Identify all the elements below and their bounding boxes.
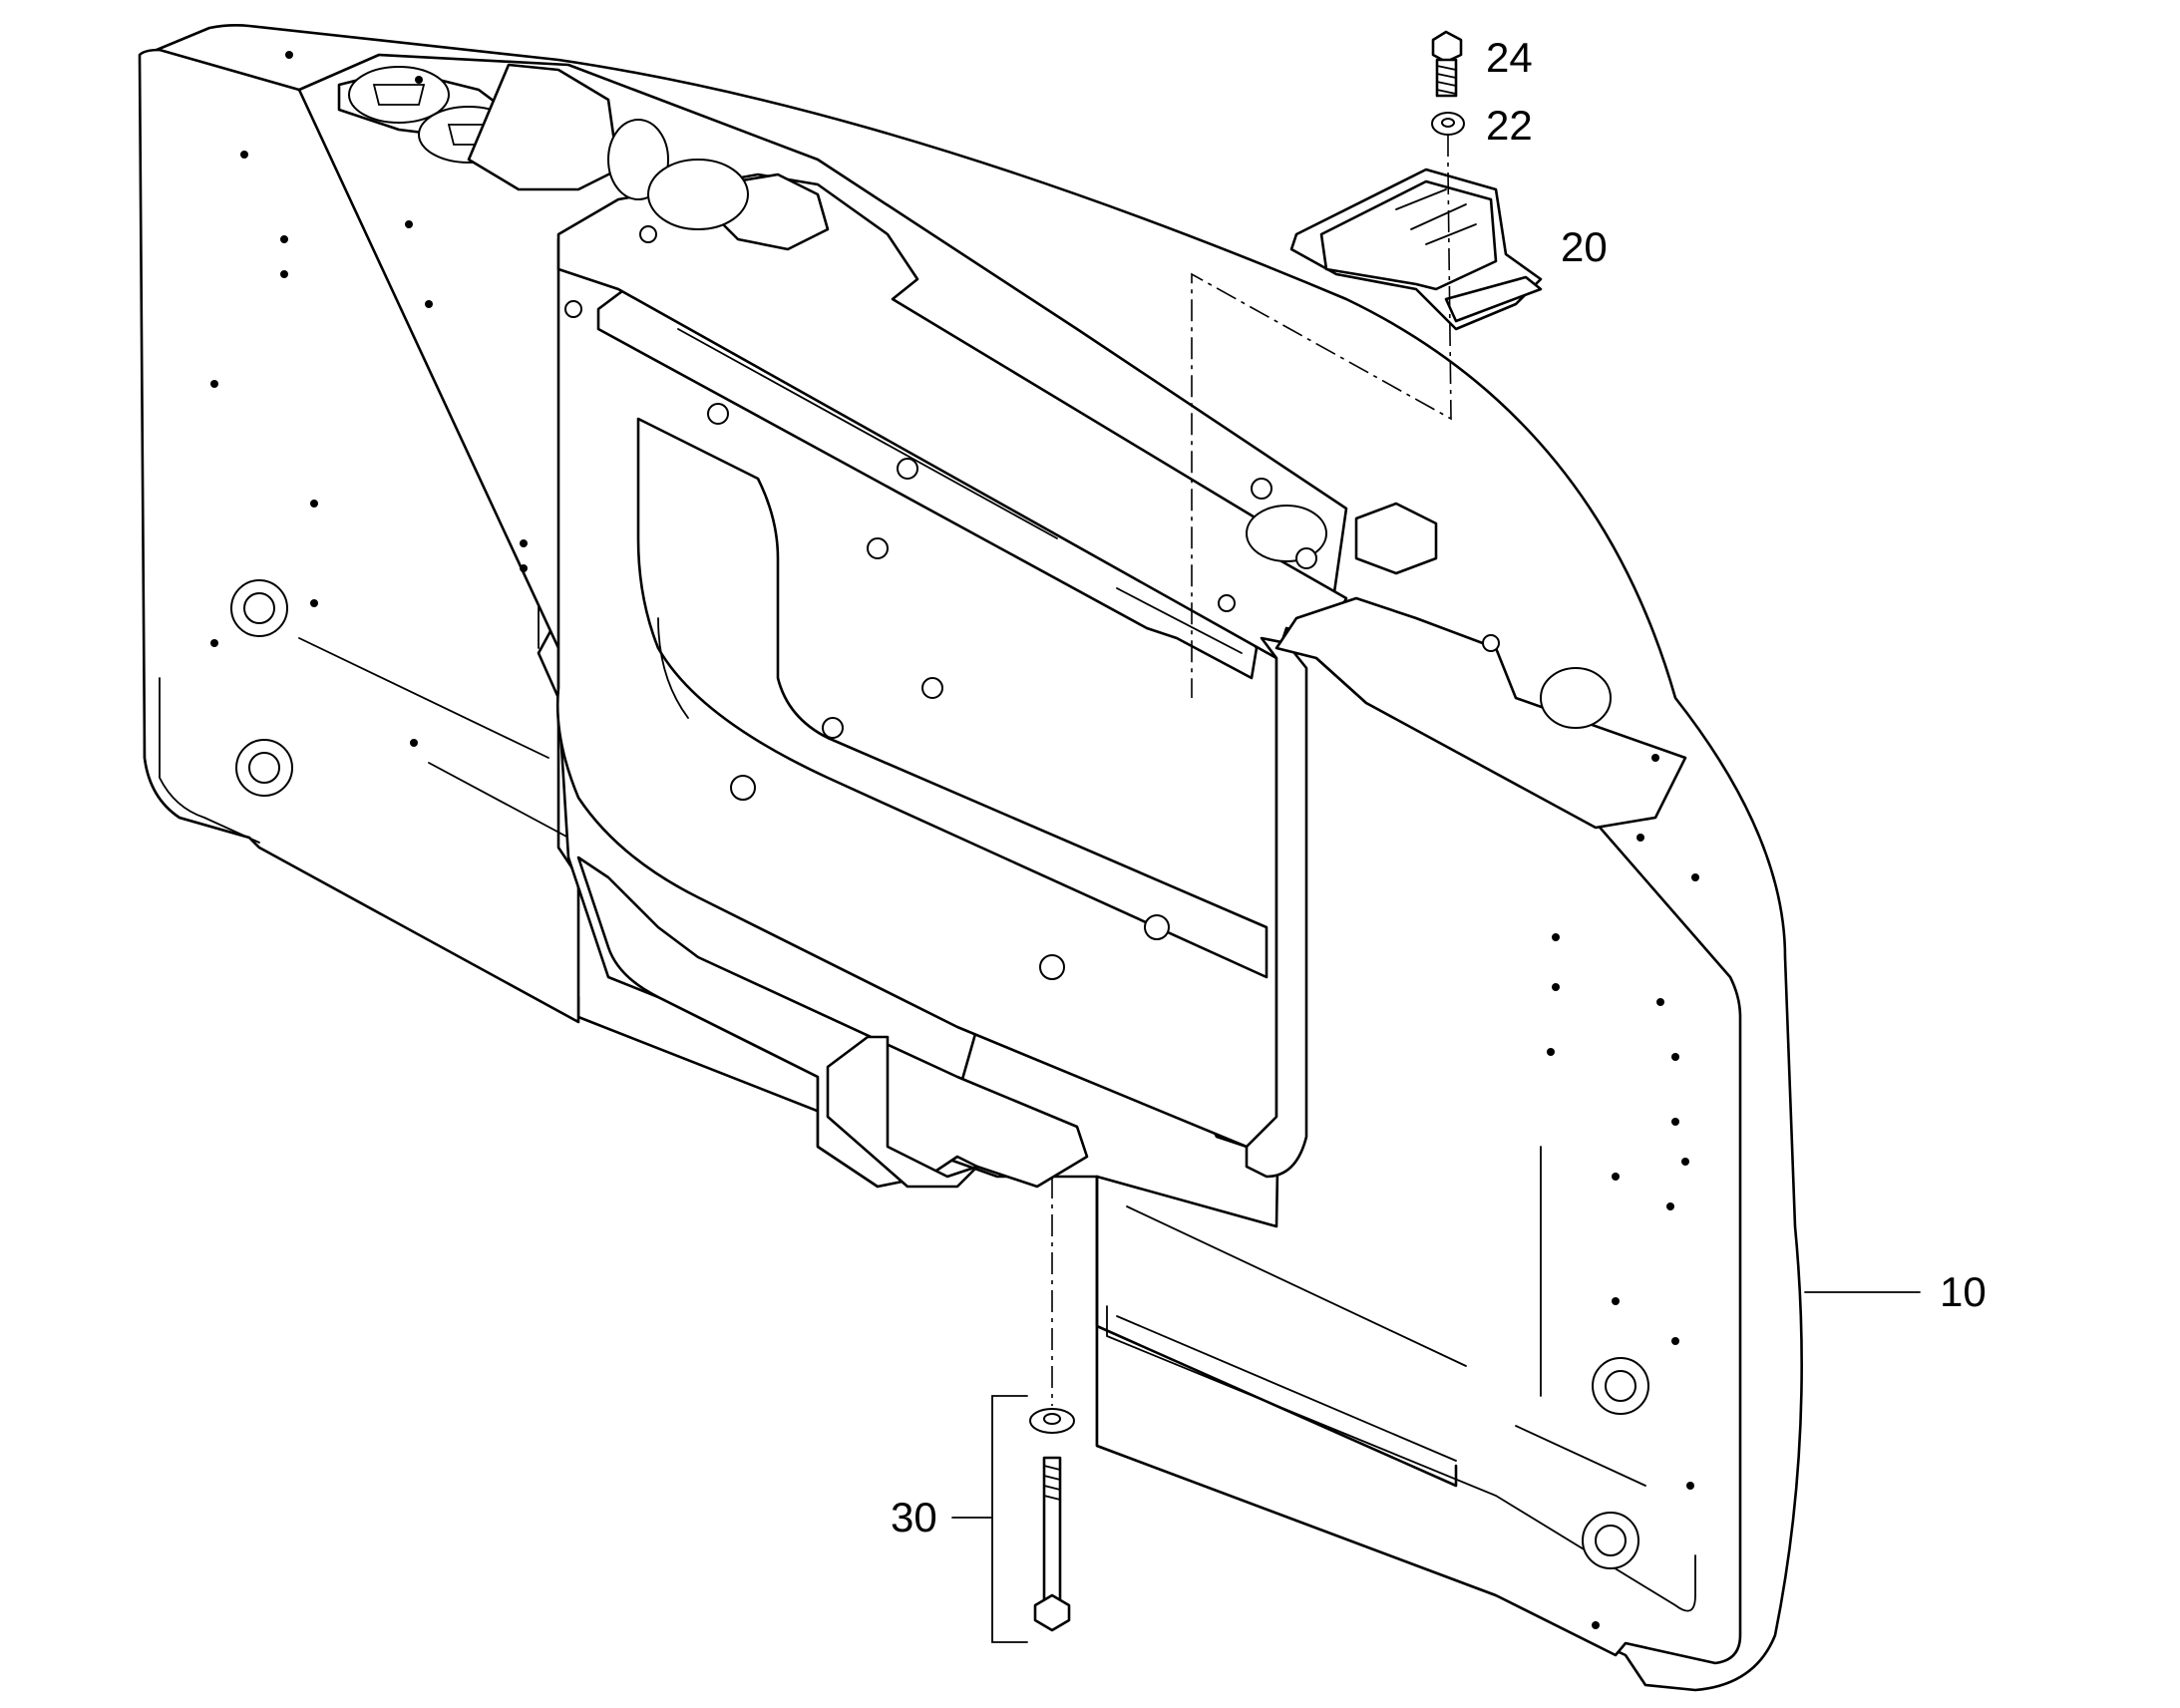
mast-cradle-frame: [297, 53, 1687, 1189]
callout-24: 24: [1486, 34, 1533, 81]
washer-part-22: [1431, 112, 1465, 136]
top-details: [337, 63, 1612, 729]
callout-10: 10: [1940, 1268, 1987, 1315]
callout-30: 30: [891, 1494, 937, 1540]
bolt-part-24: [1431, 30, 1463, 98]
callout-20: 20: [1561, 223, 1608, 270]
bolt-part-30: [1029, 1408, 1075, 1632]
rivet-dots: [210, 51, 1699, 1629]
bracket-part-20: [1289, 168, 1543, 331]
callout-22: 22: [1486, 102, 1533, 149]
callout-labels: 24 22 20 10 30: [891, 34, 1987, 1540]
mounting-holes: [230, 225, 1649, 1569]
assembly-centerlines: [1051, 135, 1452, 1406]
leader-lines: [951, 1291, 1921, 1643]
